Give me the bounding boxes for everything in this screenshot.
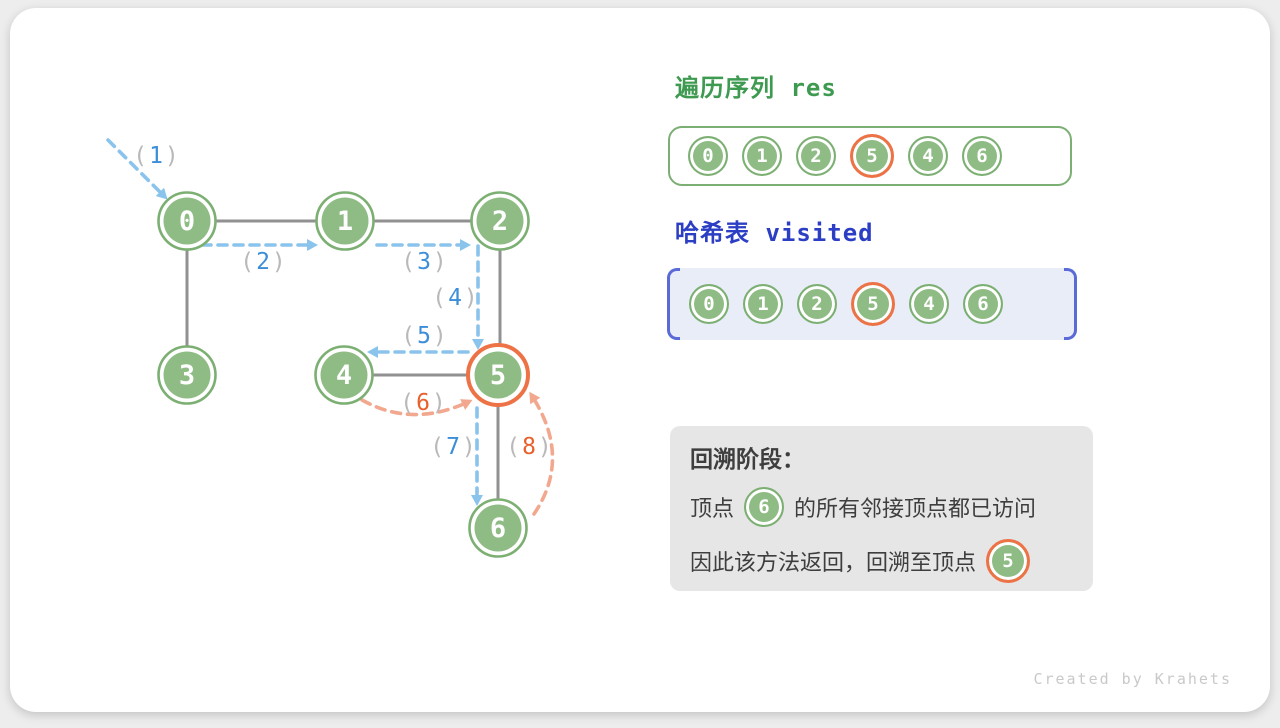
watermark: Created by Krahets [1033, 670, 1232, 688]
graph-node-6: 6 [468, 498, 528, 558]
info-line1-prefix: 顶点 [690, 497, 735, 522]
info-line-2: 因此该方法返回，回溯至顶点 5 [690, 534, 1073, 588]
node-chip-4: 4 [909, 284, 949, 324]
step-label-5: (5) [401, 323, 447, 349]
node-chip-6: 6 [963, 284, 1003, 324]
step-label-3: (3) [401, 249, 447, 275]
node-chip-1: 1 [742, 136, 782, 176]
svg-text:6: 6 [490, 513, 506, 544]
graph-node-4: 4 [314, 345, 374, 405]
svg-text:4: 4 [336, 360, 352, 391]
node-chip-6: 6 [962, 136, 1002, 176]
svg-text:1: 1 [337, 206, 353, 237]
node-chip-5: 5 [986, 539, 1031, 583]
node-chip-1: 1 [743, 284, 783, 324]
node-chip-2: 2 [797, 284, 837, 324]
backtrack-info-box: 回溯阶段： 顶点 6 的所有邻接顶点都已访问 因此该方法返回，回溯至顶点 5 [670, 426, 1093, 591]
step-label-7: (7) [430, 434, 476, 460]
info-box-title: 回溯阶段： [690, 447, 805, 473]
graph-node-5: 5 [466, 343, 530, 407]
step-label-4: (4) [432, 285, 478, 311]
node-chip-5: 5 [851, 282, 895, 326]
node-chip-0: 0 [688, 136, 728, 176]
step-label-2: (2) [240, 249, 286, 275]
res-panel-title: 遍历序列 res [675, 74, 837, 102]
info-line-1: 顶点 6 的所有邻接顶点都已访问 [690, 480, 1073, 534]
step-label-8: (8) [506, 434, 552, 460]
traversal-arrow-step-8 [529, 391, 555, 516]
graph-node-3: 3 [157, 345, 217, 405]
svg-text:3: 3 [179, 360, 195, 391]
svg-text:2: 2 [492, 206, 508, 237]
node-chip-0: 0 [689, 284, 729, 324]
visited-panel-title: 哈希表 visited [675, 219, 874, 247]
graph-diagram: (1) (2) (3) (4) (5) (6) (7) (8) 0 1 2 3 4 5 6 [106, 138, 555, 558]
step-label-1: (1) [133, 143, 179, 169]
svg-text:0: 0 [179, 206, 195, 237]
svg-text:5: 5 [490, 360, 506, 391]
node-chip-2: 2 [796, 136, 836, 176]
info-line1-suffix: 的所有邻接顶点都已访问 [794, 497, 1037, 522]
graph-node-2: 2 [470, 191, 530, 251]
step-label-6: (6) [400, 390, 446, 416]
graph-node-0: 0 [157, 191, 217, 251]
traversal-arrow-step-1 [106, 138, 168, 200]
node-chip-6: 6 [744, 487, 785, 527]
node-chip-5: 5 [850, 134, 894, 178]
traversal-arrow-step-6 [360, 398, 473, 417]
node-chip-4: 4 [908, 136, 948, 176]
graph-node-1: 1 [315, 191, 375, 251]
info-line2-prefix: 因此该方法返回，回溯至顶点 [690, 551, 977, 576]
